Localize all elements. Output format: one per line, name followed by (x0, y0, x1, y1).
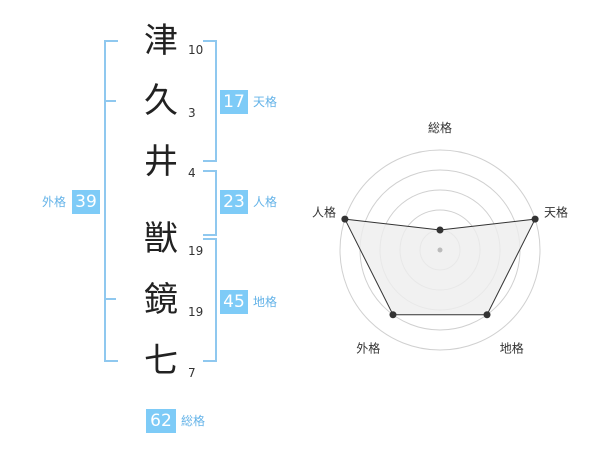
stroke-count-2: 3 (188, 106, 196, 120)
gaikaku-bracket (104, 40, 118, 362)
radar-grid-ring-5 (339, 149, 541, 351)
soukaku-value-badge: 62 (146, 409, 176, 433)
tenkaku-bracket (203, 40, 217, 162)
radar-point-5 (341, 215, 349, 223)
stroke-count-3: 4 (188, 166, 196, 180)
name-char-4: 獣 (144, 219, 178, 259)
stroke-count-4: 19 (188, 244, 204, 258)
name-char-5: 鏡 (144, 280, 178, 320)
tenkaku-value-badge: 17 (220, 90, 248, 114)
stroke-count-5: 19 (188, 305, 204, 319)
radar-center-dot (437, 247, 443, 253)
tenkaku-label: 天格 (253, 95, 278, 109)
radar-axis-label-2: 天格 (544, 204, 568, 219)
jinkaku-value-badge: 23 (220, 190, 248, 214)
radar-point-2 (531, 215, 539, 223)
jinkaku-label: 人格 (253, 195, 278, 209)
name-char-2: 久 (144, 81, 178, 121)
chikaku-label: 地格 (253, 295, 278, 309)
chikaku-value-badge: 45 (220, 290, 248, 314)
gaikaku-value-badge: 39 (72, 190, 100, 214)
radar-axis-label-3: 地格 (500, 341, 524, 356)
stroke-count-6: 7 (188, 366, 196, 380)
stroke-count-1: 10 (188, 43, 204, 57)
gaikaku-bracket-inner-top (104, 100, 116, 102)
name-char-1: 津 (144, 21, 178, 61)
radar-axis-label-4: 外格 (356, 341, 380, 356)
gaikaku-bracket-inner-bottom (104, 298, 116, 300)
radar-point-1 (436, 226, 444, 234)
jinkaku-bracket (203, 170, 217, 236)
radar-axis-label-5: 人格 (312, 204, 336, 219)
radar-value-polygon (344, 218, 536, 316)
radar-point-4 (389, 311, 397, 319)
gaikaku-label: 外格 (42, 195, 67, 209)
name-char-6: 七 (144, 341, 178, 381)
soukaku-label: 総格 (181, 414, 206, 428)
radar-axis-label-1: 総格 (428, 120, 452, 135)
radar-point-3 (483, 311, 491, 319)
name-char-3: 井 (144, 142, 178, 182)
chikaku-bracket (203, 238, 217, 362)
